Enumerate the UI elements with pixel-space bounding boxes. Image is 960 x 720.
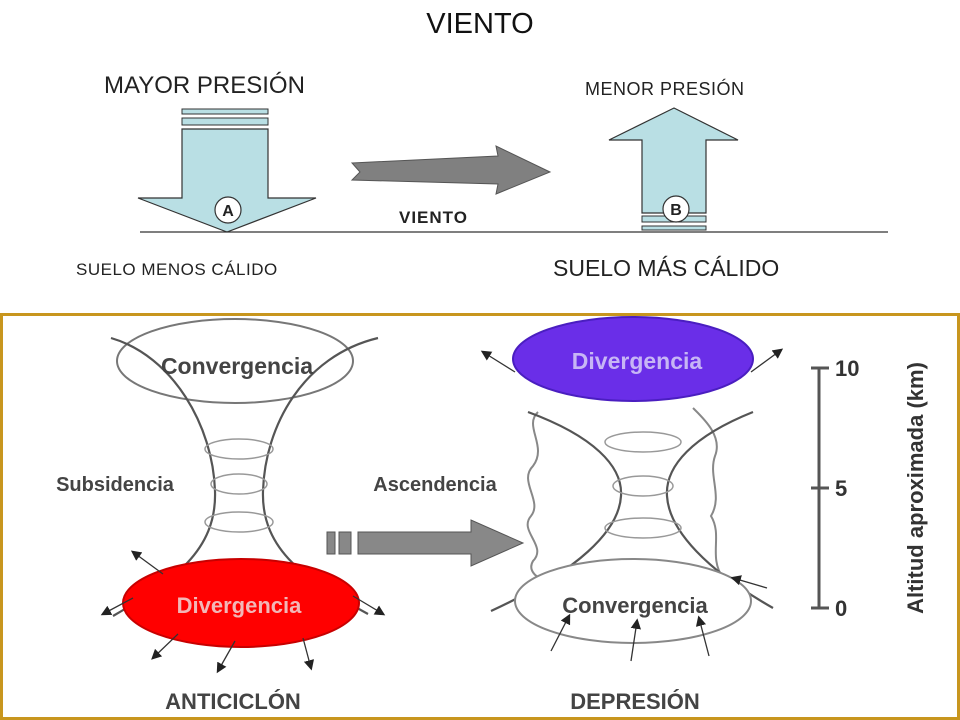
downward-arrow xyxy=(137,108,317,233)
high-pressure-label: MAYOR PRESIÓN xyxy=(104,72,305,99)
point-b-label: B xyxy=(670,202,682,219)
depression-system: Divergencia Ascendencia Convergencia DEP… xyxy=(373,316,784,714)
altitude-axis-title: Altitud aproximada (km) xyxy=(903,362,928,614)
altitude-axis: 10 5 0 Altitud aproximada (km) xyxy=(811,356,928,621)
pressure-systems-panel: Convergencia Subsidencia Divergencia ANT… xyxy=(0,313,960,720)
depression-convergence-zone xyxy=(514,558,752,644)
anticyclone-title: ANTICICLÓN xyxy=(165,689,301,714)
point-a-label: A xyxy=(222,203,234,220)
anticyclone-top-label: Convergencia xyxy=(161,353,313,379)
altitude-tick-10: 10 xyxy=(835,356,859,381)
depression-divergence-zone xyxy=(512,316,754,402)
depression-title: DEPRESIÓN xyxy=(570,689,700,714)
point-a-marker: A xyxy=(214,196,242,224)
top-diagram: A B xyxy=(137,107,888,233)
pressure-systems-diagram: Convergencia Subsidencia Divergencia ANT… xyxy=(56,316,928,714)
depression-bottom-label: Convergencia xyxy=(562,593,708,618)
anticyclone-bottom-label: Divergencia xyxy=(177,593,302,618)
wind-arrow xyxy=(350,145,552,195)
depression-middle-label: Ascendencia xyxy=(373,474,497,496)
cold-ground-label: SUELO MENOS CÁLIDO xyxy=(76,260,278,279)
transition-arrow xyxy=(326,519,525,567)
warm-ground-label: SUELO MÁS CÁLIDO xyxy=(553,255,780,281)
anticyclone-middle-label: Subsidencia xyxy=(56,474,175,496)
altitude-tick-5: 5 xyxy=(835,476,847,501)
point-b-marker: B xyxy=(662,195,690,223)
wind-label: VIENTO xyxy=(399,208,468,227)
altitude-tick-0: 0 xyxy=(835,596,847,621)
anticyclone-system: Convergencia Subsidencia Divergencia ANT… xyxy=(56,318,386,714)
page-title: VIENTO xyxy=(426,8,534,40)
depression-top-label: Divergencia xyxy=(572,348,703,374)
low-pressure-label: MENOR PRESIÓN xyxy=(585,79,745,99)
